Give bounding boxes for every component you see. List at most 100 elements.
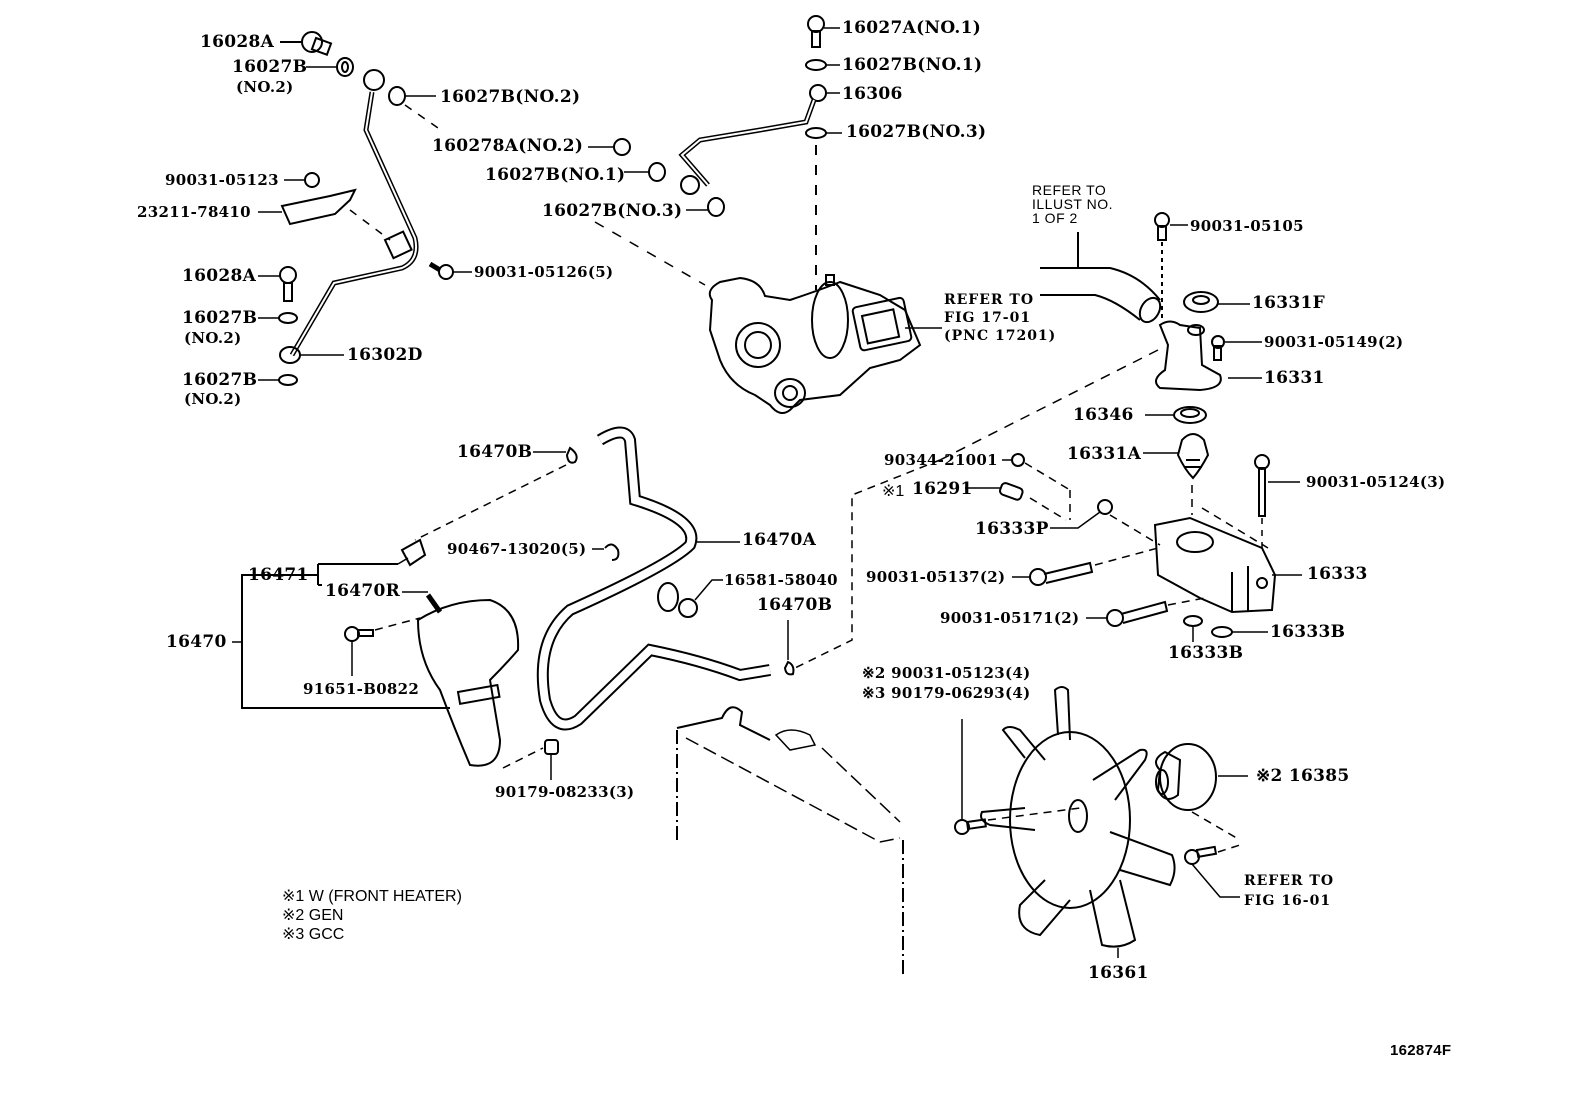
gasket-icon <box>649 163 665 181</box>
legend-item: ※2 GEN <box>282 907 344 924</box>
part-label[interactable]: 16471 <box>248 565 309 585</box>
oil-feed-pipe-group <box>258 32 472 385</box>
part-label[interactable]: ※2 16385 <box>1256 766 1350 786</box>
water-inlet-housing-group <box>795 454 1302 668</box>
hose-group <box>415 433 793 725</box>
part-label[interactable]: 16027B(NO.3) <box>542 201 683 221</box>
footnote-mark: ※1 <box>882 483 905 500</box>
pipe-eye-icon <box>810 85 826 101</box>
part-label[interactable]: 16581-58040 <box>724 571 838 589</box>
part-label[interactable]: 16361 <box>1088 963 1149 983</box>
part-label[interactable]: 90031-05126(5) <box>474 263 614 281</box>
part-label[interactable]: 23211-78410 <box>137 203 251 221</box>
water-outlet-icon <box>1156 322 1262 391</box>
part-label[interactable]: 16331A <box>1067 444 1142 464</box>
refer-note-fan: REFER TO FIG 16-01 <box>1244 874 1334 909</box>
gasket-icon <box>806 60 826 70</box>
part-label[interactable]: 16470B <box>757 595 833 615</box>
refer-line[interactable]: 1 OF 2 <box>1032 210 1078 226</box>
part-label[interactable]: 16470B <box>457 442 533 462</box>
part-label[interactable]: 16027B <box>182 308 258 328</box>
reservoir-tank-icon <box>418 600 518 766</box>
bolt-icon <box>1107 610 1123 626</box>
refer-line: REFER TO <box>944 292 1035 308</box>
part-label[interactable]: 90031-05105 <box>1190 217 1304 235</box>
part-label[interactable]: 16027B(NO.3) <box>846 122 987 142</box>
bolt-icon <box>1255 455 1269 469</box>
bolt-icon <box>1212 336 1224 348</box>
hose-end-icon <box>1136 294 1165 326</box>
part-label[interactable]: 90031-05171(2) <box>940 609 1080 627</box>
part-label[interactable]: 16333P <box>975 519 1049 539</box>
turbocharger-icon <box>710 275 942 413</box>
footnote-legend: ※1 W (FRONT HEATER) ※2 GEN ※3 GCC <box>282 887 462 944</box>
sheet-code: 162874F <box>1390 1042 1452 1059</box>
plug-icon <box>1012 454 1024 466</box>
hose-clip-icon <box>567 448 577 463</box>
part-label[interactable]: 16470R <box>325 581 401 601</box>
union-bolt-icon <box>280 267 296 283</box>
part-label[interactable]: 16333B <box>1270 622 1346 642</box>
part-label-sub: (NO.2) <box>236 78 294 96</box>
part-label[interactable]: 16470A <box>742 530 817 550</box>
refer-note-turbo: REFER TO FIG 17-01 (PNC 17201) <box>944 293 1056 344</box>
refer-line[interactable]: FIG 16-01 <box>1244 893 1332 909</box>
part-label[interactable]: 16027B <box>232 57 308 77</box>
clamp-icon <box>605 544 618 560</box>
refer-line[interactable]: (PNC 17201) <box>944 328 1057 344</box>
part-label[interactable]: ※3 90179-06293(4) <box>862 684 1031 702</box>
part-label[interactable]: 90179-08233(3) <box>495 783 635 801</box>
refer-line[interactable]: FIG 17-01 <box>944 310 1032 326</box>
part-label[interactable]: 16291 <box>912 479 973 499</box>
refer-line: REFER TO <box>1244 873 1335 889</box>
part-label[interactable]: 90031-05137(2) <box>866 568 1006 586</box>
cooling-fan-icon <box>981 687 1175 958</box>
part-label[interactable]: 90344-21001 <box>884 451 998 469</box>
part-label[interactable]: 16470 <box>166 632 227 652</box>
gasket-icon <box>806 128 826 138</box>
hose-clamp-icon <box>658 583 697 617</box>
part-label[interactable]: 16333B <box>1168 643 1244 663</box>
part-label[interactable]: 16027B(NO.1) <box>842 55 983 75</box>
part-label[interactable]: 16331 <box>1264 368 1325 388</box>
part-label[interactable]: 16333 <box>1307 564 1368 584</box>
part-label[interactable]: 16346 <box>1073 405 1134 425</box>
o-ring-icon <box>1184 616 1202 626</box>
legend-item: ※1 W (FRONT HEATER) <box>282 888 462 905</box>
water-outlet-group <box>940 213 1262 478</box>
gasket-icon <box>708 198 724 216</box>
gasket-icon <box>279 375 297 385</box>
pipe-clamp-icon <box>385 232 412 259</box>
part-label[interactable]: 90467-13020(5) <box>447 540 587 558</box>
part-label[interactable]: 16028A <box>200 32 275 52</box>
part-label[interactable]: 16331F <box>1252 293 1326 313</box>
gasket-icon <box>1184 292 1218 312</box>
part-label[interactable]: 16028A <box>182 266 257 286</box>
part-label[interactable]: 90031-05149(2) <box>1264 333 1404 351</box>
part-label[interactable]: 16027B <box>182 370 258 390</box>
part-label[interactable]: 160278A(NO.2) <box>432 136 584 156</box>
thermostat-icon <box>1178 434 1208 478</box>
bracket-icon <box>282 190 355 224</box>
part-label[interactable]: 91651-B0822 <box>303 680 420 698</box>
part-label[interactable]: 16027A(NO.1) <box>842 18 982 38</box>
pipe-eye-icon <box>280 347 300 363</box>
part-label[interactable]: 16027B(NO.1) <box>485 165 626 185</box>
refer-line[interactable]: ILLUST NO. <box>1032 196 1113 212</box>
radiator-outline-icon <box>677 707 903 975</box>
pipe-eye-icon <box>364 70 384 90</box>
bolt-icon <box>1155 213 1169 227</box>
refer-note-illust: REFER TO ILLUST NO. 1 OF 2 <box>1032 183 1113 225</box>
oil-pipe-icon <box>292 92 416 355</box>
nut-icon <box>545 740 558 754</box>
part-label[interactable]: 16027B(NO.2) <box>440 87 581 107</box>
bolt-icon <box>439 265 453 279</box>
part-label[interactable]: 90031-05124(3) <box>1306 473 1446 491</box>
part-label[interactable]: ※2 90031-05123(4) <box>862 664 1031 682</box>
gasket-icon <box>337 58 353 76</box>
fan-pulley-icon <box>1156 744 1248 810</box>
part-label[interactable]: 16306 <box>842 84 903 104</box>
water-inlet-housing-icon <box>1155 518 1275 612</box>
part-label[interactable]: 90031-05123 <box>165 171 279 189</box>
part-label[interactable]: 16302D <box>347 345 423 365</box>
